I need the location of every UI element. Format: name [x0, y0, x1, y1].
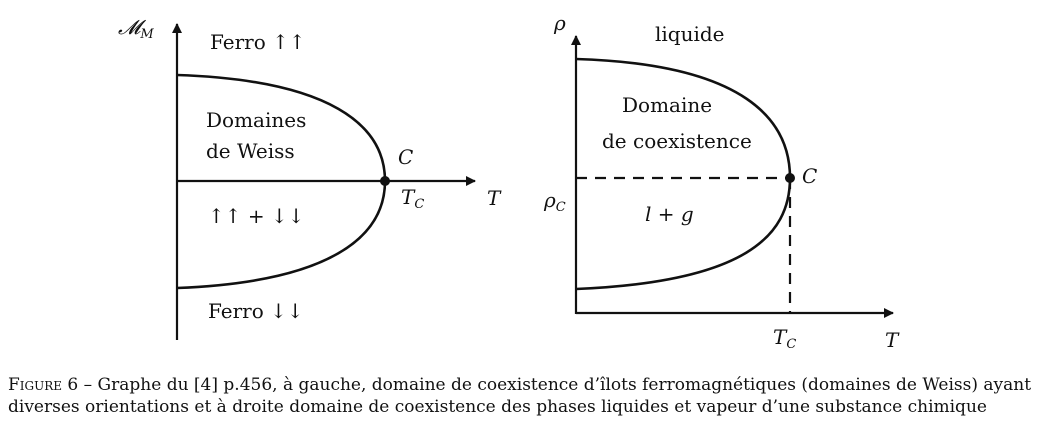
right-x-axis-label: T [885, 328, 900, 350]
left-tc-label: TC [401, 185, 424, 212]
right-critical-point [785, 173, 795, 183]
left-x-axis-label: T [487, 186, 502, 210]
right-region-mixed: l + g [645, 202, 694, 226]
right-y-axis-label: ρ [553, 11, 566, 35]
figure-label: Figure 6 [8, 375, 79, 395]
left-region-ferro-down: Ferro ↓↓ [208, 299, 304, 323]
left-y-axis-label: 𝓜M [118, 15, 154, 42]
left-region-weiss-line1: Domaines [206, 108, 306, 132]
left-point-label: C [398, 145, 413, 169]
left-critical-point [380, 176, 390, 186]
right-rhoc-label: ρC [543, 188, 566, 215]
phase-diagrams: 𝓜M T Ferro ↑↑ Domaines de Weiss ↑↑ + ↓↓ … [118, 11, 900, 350]
right-diagram: ρ T liquide Domaine de coexistence l + g… [543, 11, 900, 350]
left-region-ferro-up: Ferro ↑↑ [210, 30, 306, 54]
left-diagram: 𝓜M T Ferro ↑↑ Domaines de Weiss ↑↑ + ↓↓ … [118, 15, 502, 340]
left-region-weiss-line2: de Weiss [206, 139, 295, 163]
right-region-coexistence-line2: de coexistence [602, 129, 752, 153]
right-tc-label: TC [773, 325, 796, 350]
right-region-coexistence-line1: Domaine [622, 93, 712, 117]
left-region-mixed: ↑↑ + ↓↓ [208, 204, 305, 228]
figure-caption: Figure 6 – Graphe du [4] p.456, à gauche… [8, 374, 1040, 418]
caption-text: – Graphe du [4] p.456, à gauche, domaine… [8, 375, 1032, 417]
right-point-label: C [802, 164, 817, 188]
right-region-liquide: liquide [655, 22, 725, 46]
